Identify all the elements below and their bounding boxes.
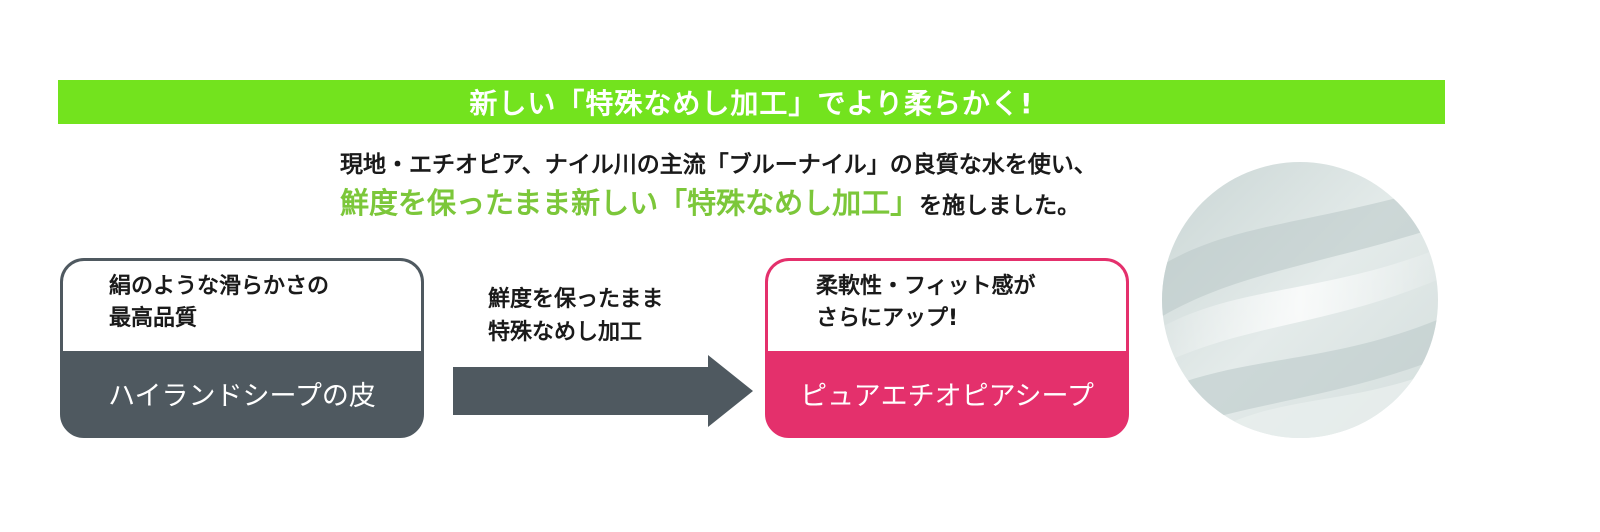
before-card-description: 絹のような滑らかさの 最高品質	[63, 261, 421, 351]
after-card-label: ピュアエチオピアシープ	[800, 380, 1094, 412]
lead-highlight: 鮮度を保ったまま新しい「特殊なめし加工」	[340, 186, 920, 220]
before-card-line-2: 最高品質	[109, 306, 198, 331]
headline-banner: 新しい「特殊なめし加工」でより柔らかく!	[58, 80, 1445, 124]
leather-texture-image	[1162, 162, 1438, 438]
lead-line-2: 鮮度を保ったまま新しい「特殊なめし加工」を施しました。	[340, 180, 1080, 222]
arrow-caption-line-2: 特殊なめし加工	[488, 320, 643, 345]
after-card-line-2: さらにアップ!	[816, 306, 959, 331]
before-card-line-1: 絹のような滑らかさの	[109, 274, 330, 299]
headline-text: 新しい「特殊なめし加工」でより柔らかく!	[469, 87, 1034, 120]
right-arrow-icon	[453, 355, 753, 427]
lead-line-1: 現地・エチオピア、ナイル川の主流「ブルーナイル」の良質な水を使い、	[340, 152, 1097, 178]
before-card-label: ハイランドシープの皮	[108, 380, 376, 412]
lead-tail: を施しました。	[919, 193, 1081, 219]
arrow-caption: 鮮度を保ったまま 特殊なめし加工	[488, 283, 663, 349]
before-card: 絹のような滑らかさの 最高品質 ハイランドシープの皮	[60, 258, 424, 438]
after-card-description: 柔軟性・フィット感が さらにアップ!	[768, 261, 1126, 351]
after-card: 柔軟性・フィット感が さらにアップ! ピュアエチオピアシープ	[765, 258, 1129, 438]
arrow-caption-line-1: 鮮度を保ったまま	[488, 287, 664, 312]
after-card-line-1: 柔軟性・フィット感が	[816, 274, 1036, 299]
